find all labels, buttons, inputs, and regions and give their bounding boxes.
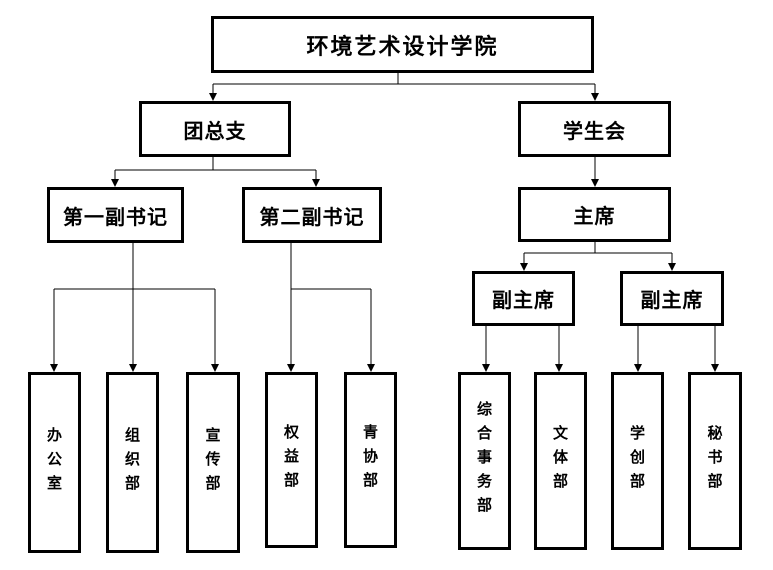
department-general-affairs: 综合事务部 [458, 372, 511, 550]
student-union-node: 学生会 [518, 101, 671, 157]
chairman-node: 主席 [518, 187, 671, 242]
department-organization: 组织部 [106, 372, 159, 553]
second-deputy-secretary-node: 第二副书记 [242, 187, 382, 243]
department-study-innovation: 学创部 [611, 372, 664, 550]
department-culture-sports: 文体部 [534, 372, 587, 550]
vice-chairman-node-2: 副主席 [620, 271, 724, 326]
vice-chairman-node-1: 副主席 [472, 271, 575, 326]
department-rights: 权益部 [265, 372, 318, 548]
first-deputy-secretary-node: 第一副书记 [47, 187, 184, 243]
department-secretariat: 秘书部 [688, 372, 742, 550]
department-publicity: 宣传部 [186, 372, 240, 553]
department-youth-association: 青协部 [344, 372, 397, 548]
league-branch-node: 团总支 [139, 101, 291, 157]
department-office: 办公室 [28, 372, 81, 553]
root-node: 环境艺术设计学院 [211, 16, 594, 73]
